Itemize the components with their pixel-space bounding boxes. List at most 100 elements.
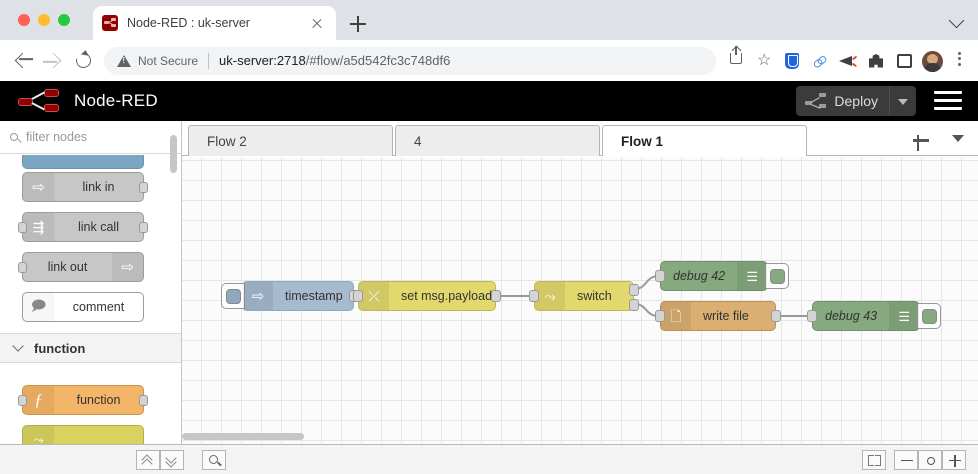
palette-node-label: link call — [78, 220, 119, 234]
palette-category-function[interactable]: function — [0, 333, 181, 363]
link-out-icon: ⇨ — [112, 253, 143, 281]
change-icon: ⤫ — [359, 282, 389, 310]
palette-node-label: comment — [72, 300, 125, 314]
palette-node-label: link in — [82, 180, 115, 194]
flow-tab-flow-2[interactable]: Flow 2 — [188, 125, 393, 156]
function-icon: ƒ — [23, 386, 54, 414]
node-label: debug 43 — [825, 309, 878, 323]
input-port[interactable] — [18, 222, 27, 233]
palette-node-link-call[interactable]: ⇶ link call — [18, 212, 148, 242]
input-port[interactable] — [655, 270, 665, 282]
output-port[interactable] — [139, 182, 148, 193]
puzzle-extensions-icon[interactable] — [862, 47, 890, 75]
filter-nodes-input[interactable]: filter nodes — [0, 121, 181, 154]
link-extension-icon[interactable] — [806, 47, 834, 75]
chevron-down-icon[interactable] — [948, 12, 965, 29]
flow-tab-label: Flow 1 — [621, 133, 664, 149]
chevron-down-icon — [12, 340, 24, 352]
node-palette: filter nodes ⇨ link in ⇶ link call — [0, 121, 182, 444]
search-flows-icon[interactable] — [202, 449, 226, 470]
node-debug-42[interactable]: debug 42 ☰ — [655, 261, 789, 291]
chevron-down-icon[interactable] — [890, 86, 916, 116]
palette-node-function[interactable]: ƒ function — [18, 385, 148, 415]
flow-tab-4[interactable]: 4 — [395, 125, 600, 156]
input-port[interactable] — [807, 310, 817, 322]
debug-icon: ☰ — [889, 302, 920, 330]
shield-extension-icon[interactable] — [778, 47, 806, 75]
input-port[interactable] — [529, 290, 539, 302]
minimize-window-button[interactable] — [38, 14, 50, 26]
output-port[interactable] — [139, 395, 148, 406]
url-text: uk-server:2718/#flow/a5d542fc3c748df6 — [219, 53, 450, 68]
collapse-all-icon[interactable] — [136, 449, 160, 470]
browser-menu-icon[interactable] — [946, 47, 974, 75]
canvas-horizontal-scrollbar[interactable] — [182, 433, 304, 440]
hamburger-menu-icon[interactable] — [934, 91, 962, 111]
megaphone-extension-icon[interactable] — [834, 47, 862, 75]
inject-arrow-icon: ⇨ — [243, 282, 273, 310]
deploy-main-action[interactable]: Deploy — [796, 86, 889, 116]
node-inject-timestamp[interactable]: ⇨ timestamp — [221, 281, 359, 311]
palette-node-label: function — [76, 393, 121, 407]
node-switch[interactable]: ⤳ switch — [529, 281, 639, 311]
reload-icon[interactable] — [68, 46, 98, 76]
flow-canvas[interactable]: ⇨ timestamp ⤫ set msg.payload — [182, 157, 978, 444]
zoom-reset-icon[interactable] — [918, 449, 942, 470]
output-port[interactable] — [491, 290, 501, 302]
browser-tab[interactable]: Node-RED : uk-server — [93, 6, 336, 40]
palette-node-link-out[interactable]: ⇨ link out — [18, 252, 144, 282]
inject-trigger-button[interactable] — [221, 283, 245, 309]
add-flow-button[interactable] — [910, 129, 932, 152]
editor-main: filter nodes ⇨ link in ⇶ link call — [0, 121, 978, 444]
address-bar[interactable]: Not Secure uk-server:2718/#flow/a5d542fc… — [104, 46, 716, 75]
browser-tab-strip: Node-RED : uk-server — [0, 0, 978, 40]
zoom-in-icon[interactable] — [942, 449, 966, 470]
flow-tab-label: 4 — [414, 133, 422, 149]
bookmark-star-icon[interactable]: ☆ — [757, 51, 772, 69]
flow-tab-label: Flow 2 — [207, 133, 247, 149]
forward-arrow-icon[interactable] — [38, 46, 68, 76]
palette-node-comment[interactable]: 🗩 comment — [22, 292, 144, 322]
output-port-1[interactable] — [629, 284, 639, 296]
window-controls — [18, 14, 70, 26]
output-port-2[interactable] — [629, 299, 639, 311]
input-port[interactable] — [353, 290, 363, 302]
palette-node-link-in[interactable]: ⇨ link in — [22, 172, 148, 202]
maximize-window-button[interactable] — [58, 14, 70, 26]
node-debug-43[interactable]: debug 43 ☰ — [807, 301, 941, 331]
expand-all-icon[interactable] — [160, 449, 184, 470]
new-tab-button[interactable] — [345, 11, 371, 37]
navigator-map-icon[interactable] — [862, 449, 886, 470]
input-port[interactable] — [18, 262, 27, 273]
filter-nodes-placeholder: filter nodes — [26, 130, 88, 144]
deploy-button[interactable]: Deploy — [796, 86, 916, 116]
node-change-set-payload[interactable]: ⤫ set msg.payload — [353, 281, 501, 311]
switch-icon: ⤳ — [535, 282, 565, 310]
close-window-button[interactable] — [18, 14, 30, 26]
comment-icon: 🗩 — [23, 293, 54, 321]
debug-enable-button[interactable] — [917, 303, 941, 329]
input-port[interactable] — [655, 310, 665, 322]
node-write-file[interactable]: 🗋 write file — [655, 301, 781, 331]
palette-scrollbar[interactable] — [170, 135, 177, 173]
link-call-icon: ⇶ — [23, 213, 54, 241]
palette-node-list: ⇨ link in ⇶ link call ⇨ link out — [0, 155, 181, 444]
output-port[interactable] — [771, 310, 781, 322]
debug-icon: ☰ — [737, 262, 768, 290]
input-port[interactable] — [18, 395, 27, 406]
side-panel-icon[interactable] — [890, 47, 918, 75]
back-arrow-icon[interactable] — [8, 46, 38, 76]
flow-list-menu-button[interactable] — [952, 135, 964, 142]
search-icon — [10, 133, 18, 141]
palette-node-partial[interactable] — [22, 155, 144, 169]
flow-tab-flow-1[interactable]: Flow 1 — [602, 125, 807, 156]
palette-node-switch-partial[interactable]: ⤳ — [22, 425, 144, 444]
close-icon[interactable] — [307, 13, 327, 33]
security-status-label: Not Secure — [138, 53, 199, 68]
output-port[interactable] — [139, 222, 148, 233]
debug-enable-button[interactable] — [765, 263, 789, 289]
zoom-out-icon[interactable] — [894, 449, 918, 470]
profile-avatar[interactable] — [918, 47, 946, 75]
share-icon[interactable] — [722, 45, 750, 75]
